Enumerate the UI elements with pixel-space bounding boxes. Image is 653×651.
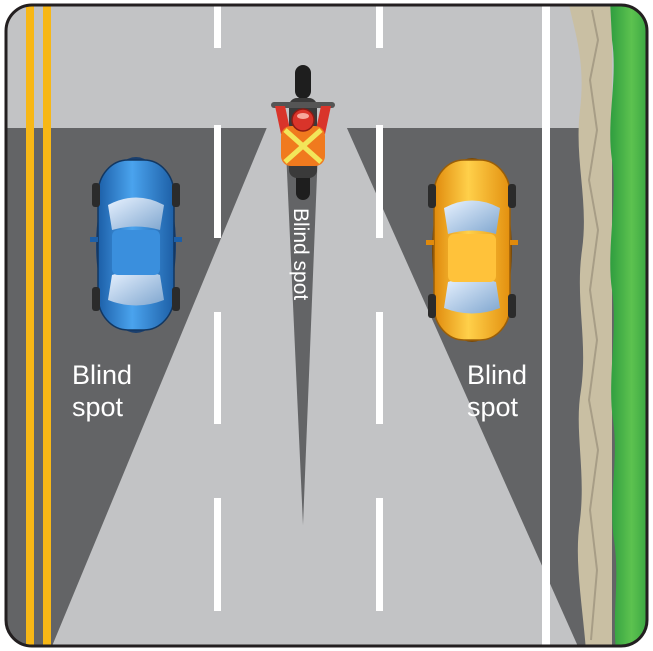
right-edge-line: [542, 0, 550, 651]
left-blind-spot-label-line1: Blind: [72, 360, 132, 390]
center-blind-spot-label: Blind spot: [289, 208, 312, 300]
right-car: [426, 158, 518, 342]
yellow-center-line-2: [43, 0, 51, 651]
left-car: [90, 157, 182, 333]
right-blind-spot-label-line1: Blind: [467, 360, 527, 390]
right-blind-spot-label-line2: spot: [467, 392, 519, 422]
yellow-center-line-1: [26, 0, 34, 651]
left-blind-spot-label-line2: spot: [72, 392, 124, 422]
